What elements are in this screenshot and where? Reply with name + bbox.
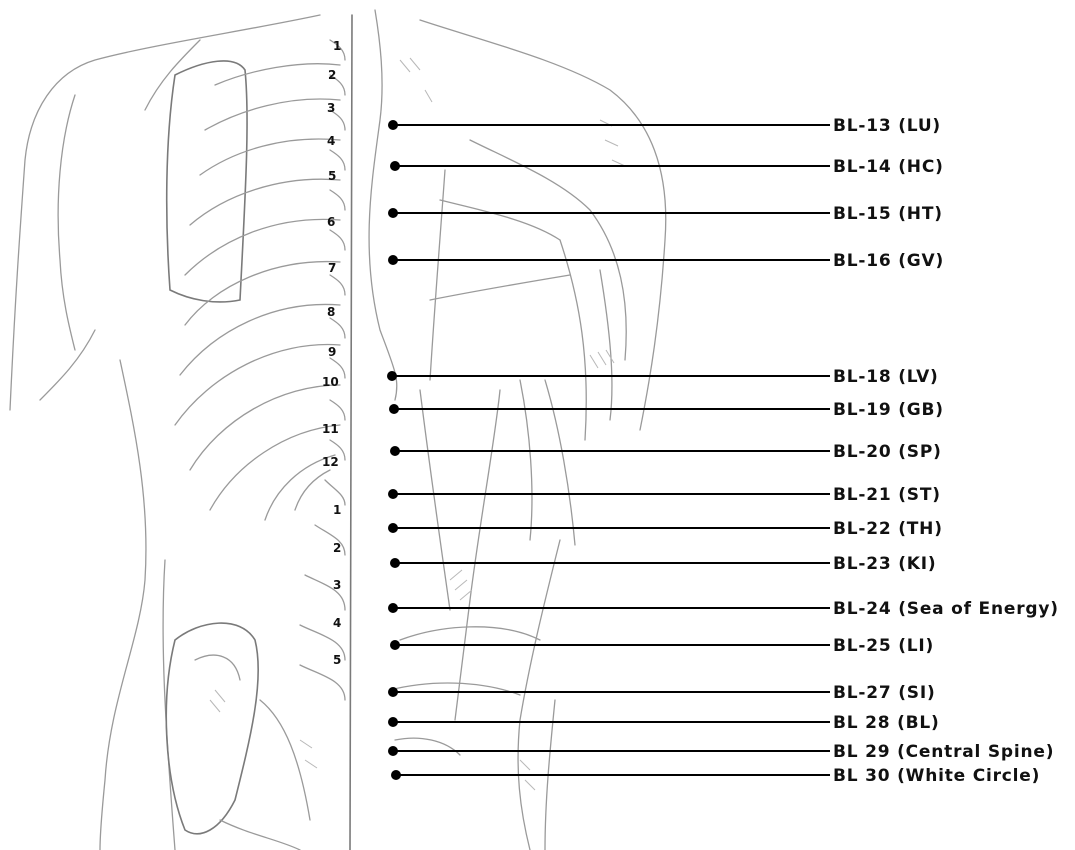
acupoint-label: BL-22 (TH) xyxy=(833,519,943,539)
thoracic-vertebra-number: 11 xyxy=(322,422,339,436)
ribs xyxy=(175,64,340,520)
acupoint-label: BL 28 (BL) xyxy=(833,713,940,733)
thoracic-vertebra-number: 5 xyxy=(328,169,336,183)
acupoint-label: BL-20 (SP) xyxy=(833,442,942,462)
acupoint-dot xyxy=(388,489,398,499)
lumbar-vertebra-number: 1 xyxy=(333,503,341,517)
acupoint-dot xyxy=(390,640,400,650)
thoracic-vertebra-number: 10 xyxy=(322,375,339,389)
acupoint-dot xyxy=(388,603,398,613)
acupoint-bl-23: BL-23 (KI) xyxy=(390,554,936,574)
acupoint-markers: BL-13 (LU) BL-14 (HC) BL-15 (HT) BL-16 (… xyxy=(387,116,1059,786)
thoracic-vertebra-number: 1 xyxy=(333,39,341,53)
acupoint-dot xyxy=(388,717,398,727)
acupoint-dot xyxy=(391,770,401,780)
thoracic-vertebra-number: 7 xyxy=(328,261,336,275)
lumbar-vertebra-number: 4 xyxy=(333,616,341,630)
acupoint-bl-25: BL-25 (LI) xyxy=(390,636,934,656)
lumbar-vertebra-number: 5 xyxy=(333,653,341,667)
acupoint-dot xyxy=(388,687,398,697)
acupoint-bl-28: BL 28 (BL) xyxy=(388,713,940,733)
acupoint-dot xyxy=(388,208,398,218)
acupoint-bl-19: BL-19 (GB) xyxy=(389,400,944,420)
acupoint-bl-24: BL-24 (Sea of Energy) xyxy=(388,599,1059,619)
acupoint-dot xyxy=(388,746,398,756)
thoracic-vertebra-number: 2 xyxy=(328,68,336,82)
acupoint-label: BL-16 (GV) xyxy=(833,251,944,271)
vertebra-numbers: 1 2 3 4 5 6 7 8 9 10 11 12 1 2 3 4 5 xyxy=(322,39,341,667)
shading xyxy=(210,58,625,790)
lumbar-vertebra-number: 3 xyxy=(333,578,341,592)
acupoint-label: BL-14 (HC) xyxy=(833,157,944,177)
acupoint-dot xyxy=(388,255,398,265)
acupoint-bl-27: BL-27 (SI) xyxy=(388,683,936,703)
acupoint-bl-18: BL-18 (LV) xyxy=(387,367,939,387)
acupoint-label: BL-24 (Sea of Energy) xyxy=(833,599,1059,619)
acupoint-label: BL-27 (SI) xyxy=(833,683,936,703)
acupoint-dot xyxy=(390,161,400,171)
acupoint-dot xyxy=(389,404,399,414)
acupoint-label: BL-21 (ST) xyxy=(833,485,941,505)
thoracic-vertebra-number: 9 xyxy=(328,345,336,359)
acupoint-dot xyxy=(388,523,398,533)
thoracic-vertebra-number: 4 xyxy=(327,134,335,148)
acupoint-bl-21: BL-21 (ST) xyxy=(388,485,941,505)
acupoint-label: BL-19 (GB) xyxy=(833,400,944,420)
thoracic-vertebra-number: 6 xyxy=(327,215,335,229)
thoracic-vertebra-number: 12 xyxy=(322,455,339,469)
thoracic-vertebra-number: 3 xyxy=(327,101,335,115)
acupoint-bl-30: BL 30 (White Circle) xyxy=(391,766,1040,786)
thoracic-vertebra-number: 8 xyxy=(327,305,335,319)
acupoint-dot xyxy=(388,120,398,130)
acupoint-label: BL-23 (KI) xyxy=(833,554,936,574)
acupoint-label: BL-25 (LI) xyxy=(833,636,934,656)
lumbar-vertebra-number: 2 xyxy=(333,541,341,555)
acupoint-dot xyxy=(390,446,400,456)
acupoint-bl-20: BL-20 (SP) xyxy=(390,442,942,462)
acupoint-label: BL 29 (Central Spine) xyxy=(833,742,1054,762)
acupoint-dot xyxy=(390,558,400,568)
acupoint-bl-29: BL 29 (Central Spine) xyxy=(388,742,1054,762)
acupoint-dot xyxy=(387,371,397,381)
acupoint-bl-16: BL-16 (GV) xyxy=(388,251,944,271)
acupoint-label: BL-18 (LV) xyxy=(833,367,939,387)
acupoint-bl-22: BL-22 (TH) xyxy=(388,519,943,539)
acupoint-label: BL-13 (LU) xyxy=(833,116,941,136)
acupoint-bl-13: BL-13 (LU) xyxy=(388,116,941,136)
acupoint-label: BL 30 (White Circle) xyxy=(833,766,1040,786)
acupoint-label: BL-15 (HT) xyxy=(833,204,943,224)
acupoint-bl-14: BL-14 (HC) xyxy=(390,157,944,177)
